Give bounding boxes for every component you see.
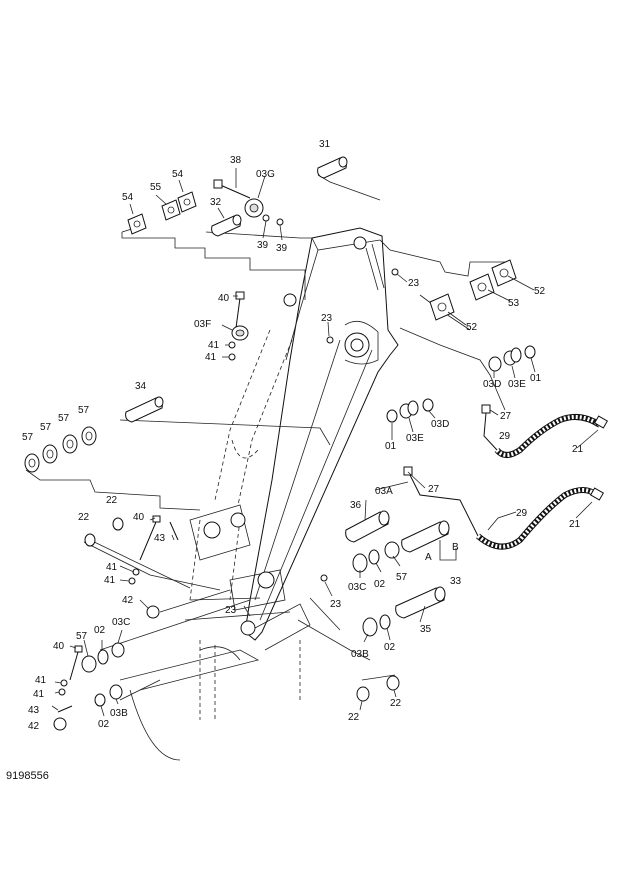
callout-57: 57 bbox=[22, 432, 34, 443]
callout-43: 43 bbox=[154, 533, 166, 544]
callout-23: 23 bbox=[321, 313, 333, 324]
document-number: 9198556 bbox=[6, 770, 49, 782]
callout-41: 41 bbox=[104, 575, 116, 586]
cylinder-outline bbox=[189, 329, 293, 601]
callout-54: 54 bbox=[172, 169, 184, 180]
callout-03A: 03A bbox=[375, 486, 393, 497]
callout-03D: 03D bbox=[483, 379, 501, 390]
callout-57: 57 bbox=[78, 405, 90, 416]
callout-29: 29 bbox=[516, 508, 528, 519]
callout-42: 42 bbox=[28, 721, 40, 732]
callout-21: 21 bbox=[572, 444, 584, 455]
callout-41: 41 bbox=[205, 352, 217, 363]
callout-02: 02 bbox=[374, 579, 386, 590]
callout-27: 27 bbox=[500, 411, 512, 422]
callout-03B: 03B bbox=[110, 708, 128, 719]
callout-57: 57 bbox=[40, 422, 52, 433]
callout-29: 29 bbox=[499, 431, 511, 442]
callout-57: 57 bbox=[396, 572, 408, 583]
callout-03C: 03C bbox=[348, 582, 366, 593]
callout-02: 02 bbox=[98, 719, 110, 730]
callout-22: 22 bbox=[106, 495, 118, 506]
callout-39: 39 bbox=[276, 243, 288, 254]
callout-01: 01 bbox=[530, 373, 542, 384]
callout-42: 42 bbox=[122, 595, 134, 606]
callout-22: 22 bbox=[348, 712, 360, 723]
callout-B: B bbox=[452, 542, 459, 553]
callout-41: 41 bbox=[208, 340, 220, 351]
callout-27: 27 bbox=[428, 484, 440, 495]
callout-40: 40 bbox=[218, 293, 230, 304]
callout-41: 41 bbox=[106, 562, 118, 573]
arm-body bbox=[244, 227, 399, 641]
callout-43: 43 bbox=[28, 705, 40, 716]
callout-21: 21 bbox=[569, 519, 581, 530]
callout-03C: 03C bbox=[112, 617, 130, 628]
callout-03D: 03D bbox=[431, 419, 449, 430]
callout-33: 33 bbox=[450, 576, 462, 587]
callout-40: 40 bbox=[133, 512, 145, 523]
callout-03E: 03E bbox=[508, 379, 526, 390]
callout-57: 57 bbox=[76, 631, 88, 642]
callout-03F: 03F bbox=[194, 319, 211, 330]
callout-40: 40 bbox=[53, 641, 65, 652]
callout-57: 57 bbox=[58, 413, 70, 424]
callout-22: 22 bbox=[78, 512, 90, 523]
callout-32: 32 bbox=[210, 197, 222, 208]
leader-lines bbox=[51, 168, 599, 726]
callout-38: 38 bbox=[230, 155, 242, 166]
callout-23: 23 bbox=[330, 599, 342, 610]
callout-labels: 31 38 03G 54 55 54 32 39 39 23 52 53 52 … bbox=[22, 139, 584, 732]
callout-54: 54 bbox=[122, 192, 134, 203]
callout-A: A bbox=[425, 552, 432, 563]
callout-53: 53 bbox=[508, 298, 520, 309]
callout-02: 02 bbox=[94, 625, 106, 636]
guide-lines bbox=[25, 174, 511, 701]
callout-52: 52 bbox=[466, 322, 478, 333]
callout-39: 39 bbox=[257, 240, 269, 251]
lower-linkage bbox=[119, 504, 311, 761]
callout-35: 35 bbox=[420, 624, 432, 635]
callout-03E: 03E bbox=[406, 433, 424, 444]
callout-52: 52 bbox=[534, 286, 546, 297]
callout-34: 34 bbox=[135, 381, 147, 392]
left-parts bbox=[24, 291, 249, 731]
callout-36: 36 bbox=[350, 500, 362, 511]
top-parts bbox=[127, 156, 517, 344]
callout-03G: 03G bbox=[256, 169, 275, 180]
callout-03B: 03B bbox=[351, 649, 369, 660]
callout-23: 23 bbox=[408, 278, 420, 289]
callout-55: 55 bbox=[150, 182, 162, 193]
callout-31: 31 bbox=[319, 139, 331, 150]
callout-23: 23 bbox=[225, 605, 237, 616]
callout-41: 41 bbox=[35, 675, 47, 686]
callout-22: 22 bbox=[390, 698, 402, 709]
callout-02: 02 bbox=[384, 642, 396, 653]
right-parts bbox=[320, 345, 609, 702]
callout-41: 41 bbox=[33, 689, 45, 700]
callout-01: 01 bbox=[385, 441, 397, 452]
